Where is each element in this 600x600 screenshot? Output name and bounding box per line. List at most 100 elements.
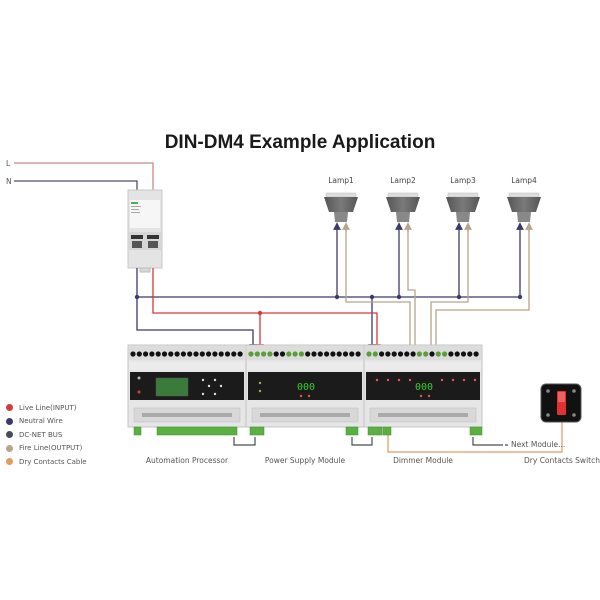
nav-button: [219, 384, 223, 388]
din-rail-slot: [142, 413, 232, 417]
wires: [134, 222, 563, 453]
module-front-panel: [248, 372, 362, 400]
terminal-screw: [212, 351, 218, 357]
terminal-screw: [397, 351, 404, 357]
terminal-screw: [372, 351, 378, 357]
lamp: Lamp4: [507, 176, 541, 222]
lamp-lens: [325, 192, 357, 198]
lamp-reflector: [386, 197, 420, 212]
dry-contacts-switch[interactable]: [540, 383, 582, 423]
terminal-screw: [180, 351, 186, 357]
terminal-screw: [149, 351, 155, 357]
status-led: [137, 376, 141, 380]
green-terminal-block: [156, 426, 238, 436]
terminal-screw: [391, 351, 397, 357]
next-module-label: Next Module...: [511, 440, 565, 449]
lamp-lens: [387, 192, 419, 198]
legend-label: DC-NET BUS: [19, 430, 63, 439]
legend-item-live: Live Line(INPUT): [6, 401, 87, 415]
segment-display: 000: [415, 382, 433, 393]
module-power-supply: [245, 344, 365, 428]
module-label-automation-processor: Automation Processor: [146, 456, 229, 465]
indicator-led: [307, 394, 311, 398]
diagram-title: DIN-DM4 Example Application: [164, 132, 436, 153]
terminal-screw: [342, 351, 349, 357]
din-modules: 000 000: [127, 344, 483, 436]
legend-dot: [6, 444, 13, 452]
terminal-screw: [286, 351, 292, 357]
dry-contacts-cable: [384, 422, 563, 453]
legend-label: Neutral Wire: [19, 417, 63, 426]
terminal-screw: [161, 351, 168, 357]
neutral-bus-line: [136, 268, 520, 298]
lamp-base: [396, 212, 410, 222]
neutral-input-wire: [14, 180, 138, 195]
terminal-screw: [261, 351, 267, 357]
indicator-led: [258, 389, 262, 393]
screw-icon: [572, 389, 576, 393]
terminal-screw: [366, 351, 372, 357]
legend-item-neutral: Neutral Wire: [6, 415, 87, 429]
junction-dot: [134, 294, 140, 300]
lamp-label: Lamp1: [328, 176, 354, 185]
terminal-screw: [435, 351, 441, 357]
neutral-to-power-supply: [136, 297, 257, 352]
nav-button: [201, 378, 205, 382]
terminal-screw: [130, 351, 136, 357]
fire-line-lamp4: [435, 226, 530, 350]
lamp-base: [334, 212, 348, 222]
terminal-screw: [155, 351, 161, 357]
channel-led: [473, 378, 477, 382]
channel-led: [451, 378, 455, 382]
terminal-screw: [305, 351, 311, 357]
terminal-screw: [224, 351, 231, 357]
indicator-led: [299, 394, 303, 398]
terminal-screw: [168, 351, 174, 357]
terminal-screw: [218, 351, 224, 357]
status-led: [137, 390, 141, 394]
terminal-screw: [317, 351, 323, 357]
legend-item-bus: DC-NET BUS: [6, 428, 87, 442]
channel-led: [462, 378, 466, 382]
module-front-panel: [366, 372, 480, 400]
legend-item-dry-contacts: Dry Contacts Cable: [6, 455, 87, 469]
legend-dot: [6, 458, 13, 466]
junction-dot: [334, 294, 340, 300]
lamp-label: Lamp3: [450, 176, 476, 185]
terminal-screw: [136, 351, 142, 357]
din-rail-slot: [378, 413, 468, 417]
terminal-screw: [448, 351, 454, 357]
terminal-screw: [324, 351, 330, 357]
terminal-screw: [442, 351, 448, 357]
junction-dot: [369, 294, 375, 300]
junction-dot: [456, 294, 462, 300]
terminal-screw: [311, 351, 317, 357]
fire-line-lamp1: [345, 226, 411, 350]
channel-led: [397, 378, 401, 382]
lamp-label: Lamp2: [390, 176, 416, 185]
green-terminal-block: [249, 426, 265, 436]
legend-dot: [6, 404, 13, 412]
indicator-led: [427, 394, 431, 398]
lamp: Lamp3: [446, 176, 480, 222]
green-terminal-block: [382, 426, 392, 436]
terminal-screw: [193, 351, 199, 357]
din-rail-slot: [260, 413, 350, 417]
module-band: [129, 362, 245, 370]
circuit-breaker: [127, 189, 163, 273]
terminal-screw: [174, 351, 180, 357]
segment-display: 000: [297, 382, 315, 393]
terminal-screw: [254, 351, 260, 357]
nav-button: [207, 384, 211, 388]
fire-line-lamp2: [407, 226, 416, 350]
terminal-screw: [473, 351, 479, 357]
legend-dot: [6, 417, 13, 425]
channel-led: [386, 378, 390, 382]
terminal-screw: [237, 351, 243, 357]
lamp-reflector: [324, 197, 358, 212]
terminal-screw: [298, 351, 304, 357]
module-label-dimmer: Dimmer Module: [393, 456, 453, 465]
terminal-screw: [273, 351, 279, 357]
lamp-label: Lamp4: [511, 176, 537, 185]
legend-label: Dry Contacts Cable: [19, 457, 87, 466]
